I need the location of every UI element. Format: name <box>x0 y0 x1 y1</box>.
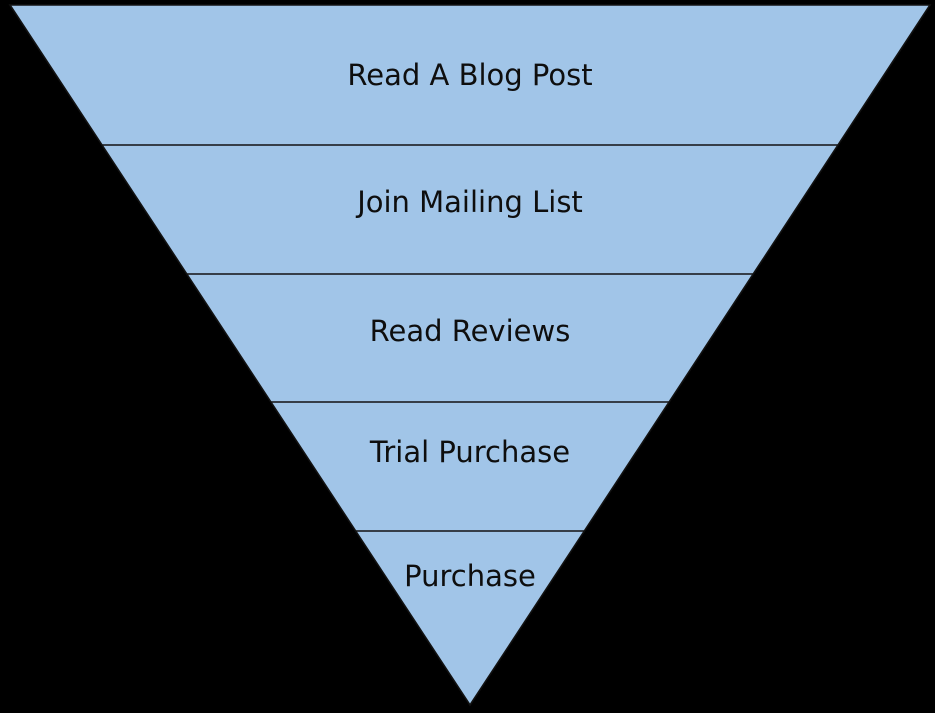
funnel-stage-label: Purchase <box>404 559 536 593</box>
funnel-stage-label: Trial Purchase <box>369 435 570 469</box>
funnel-stage-label: Join Mailing List <box>355 185 583 219</box>
funnel-shape <box>8 4 932 707</box>
funnel-stage-label: Read Reviews <box>370 314 571 348</box>
funnel-stage-label: Read A Blog Post <box>347 58 592 92</box>
